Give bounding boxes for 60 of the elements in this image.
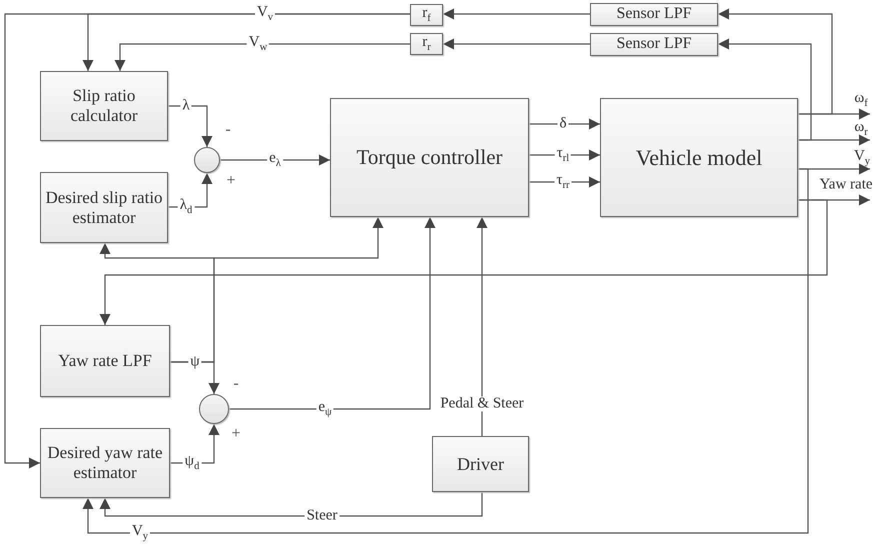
process-block xyxy=(432,436,529,492)
process-block xyxy=(410,33,443,55)
block-label: Slip ratio calculator xyxy=(69,86,138,126)
block-label: Yaw rate LPF xyxy=(58,351,152,371)
signal-arrow xyxy=(718,8,833,115)
signal-arrow xyxy=(220,154,330,166)
signal-arrow xyxy=(170,217,384,363)
process-block xyxy=(330,98,529,217)
process-block xyxy=(40,325,170,397)
signal-arrow xyxy=(114,43,410,71)
process-block xyxy=(410,4,443,26)
process-block xyxy=(590,33,718,56)
process-block xyxy=(600,98,798,217)
signal-arrow xyxy=(4,13,410,468)
sign-label: + xyxy=(226,172,236,190)
block-label: Desired yaw rate estimator xyxy=(46,443,164,483)
signal-label: V$_{y}$ xyxy=(852,148,872,168)
process-block xyxy=(590,3,718,26)
process-block xyxy=(40,71,168,141)
signal-label: Yaw rate xyxy=(818,178,874,192)
signal-arrow xyxy=(718,38,812,141)
signal-label: ω$_{f}$ xyxy=(853,90,869,110)
signal-arrow xyxy=(82,168,809,534)
output-arrow xyxy=(798,134,870,146)
signal-arrow xyxy=(168,173,212,208)
signal-label: V$_{v}$ xyxy=(254,4,276,24)
signal-label: λ$_{d}$ xyxy=(178,198,194,216)
signal-arrow xyxy=(529,118,600,130)
sign-label: - xyxy=(233,375,239,393)
signal-label: ω$_{r}$ xyxy=(853,120,869,138)
signal-arrow xyxy=(443,8,590,20)
signal-arrow xyxy=(229,217,436,410)
process-block xyxy=(40,172,168,243)
block-label: Torque controller xyxy=(356,145,503,170)
block-label: Vehicle model xyxy=(636,144,762,170)
block-label: Sensor LPF xyxy=(616,35,692,54)
block-label: Desired slip ratio estimator xyxy=(44,188,164,228)
signal-arrow xyxy=(529,176,600,188)
block-label: r$_{f}$ xyxy=(422,4,431,26)
block-label: Sensor LPF xyxy=(616,5,692,24)
output-arrow xyxy=(798,108,870,120)
signal-label: V$_{y}$ xyxy=(130,524,150,542)
signal-label: ψ xyxy=(188,354,202,370)
signal-arrow xyxy=(529,150,600,160)
summing-junction xyxy=(199,394,229,424)
signal-arrow xyxy=(100,492,483,517)
signal-label: Pedal & Steer xyxy=(438,396,526,412)
sign-label: - xyxy=(225,121,231,139)
signal-label: V$_{w}$ xyxy=(246,34,270,54)
block-label: r$_{r}$ xyxy=(422,34,431,54)
process-block xyxy=(40,428,170,498)
signal-arrow xyxy=(170,424,220,464)
block-label: Driver xyxy=(457,454,504,474)
signal-arrow xyxy=(100,199,828,325)
sign-label: + xyxy=(231,425,241,443)
summing-junction xyxy=(194,147,220,173)
signal-arrow xyxy=(168,105,212,147)
signal-arrow xyxy=(443,38,590,50)
signal-label: ψ$_{d}$ xyxy=(182,454,202,472)
signal-arrow xyxy=(476,217,488,436)
